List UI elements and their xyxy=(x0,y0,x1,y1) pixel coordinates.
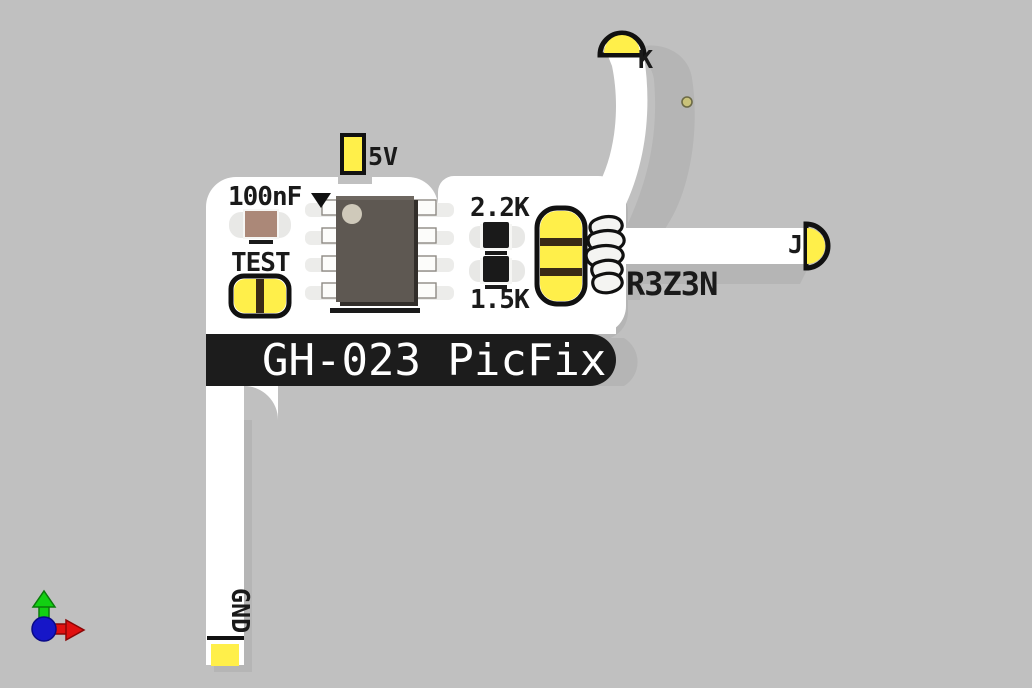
label-res-2k2: 2.2K xyxy=(470,193,530,223)
component-ic-u1[interactable] xyxy=(305,193,454,313)
mounting-hole xyxy=(681,96,693,108)
label-pad-gnd: GND xyxy=(226,588,255,633)
label-test-pad: TEST xyxy=(231,248,290,278)
label-res-1k5: 1.5K xyxy=(470,285,530,315)
axis-origin-sphere xyxy=(31,616,57,642)
silkscreen-banner xyxy=(206,334,616,386)
ic-pin1-marker xyxy=(311,193,331,208)
component-test-pad[interactable] xyxy=(228,273,292,319)
label-brand: R3Z3N xyxy=(626,265,717,303)
silkscreen-banner-text: GH-023 PicFix xyxy=(262,335,606,386)
board-arm-gnd xyxy=(206,328,244,665)
label-pad-k: K xyxy=(638,45,653,74)
label-pad-j: J xyxy=(788,230,803,259)
label-pad-5v: 5V xyxy=(368,142,398,171)
component-resistor-1k5[interactable] xyxy=(469,256,525,289)
connector-pad-gnd[interactable] xyxy=(207,636,244,666)
board-cutout-round xyxy=(244,386,278,420)
connector-pad-j[interactable] xyxy=(803,221,831,271)
board-notch-5v xyxy=(338,174,372,184)
component-capacitor-100nf[interactable] xyxy=(229,209,291,244)
orientation-axis-gizmo xyxy=(31,589,86,642)
connector-pad-k[interactable] xyxy=(597,30,647,58)
ic-pin1-dot xyxy=(342,204,362,224)
connector-pad-5v[interactable] xyxy=(340,133,366,175)
component-resistor-2k2[interactable] xyxy=(469,222,525,255)
brand-coil-spiral-logo xyxy=(584,214,626,295)
component-header-3pin[interactable] xyxy=(534,205,588,307)
label-cap-100nf: 100nF xyxy=(228,182,302,212)
